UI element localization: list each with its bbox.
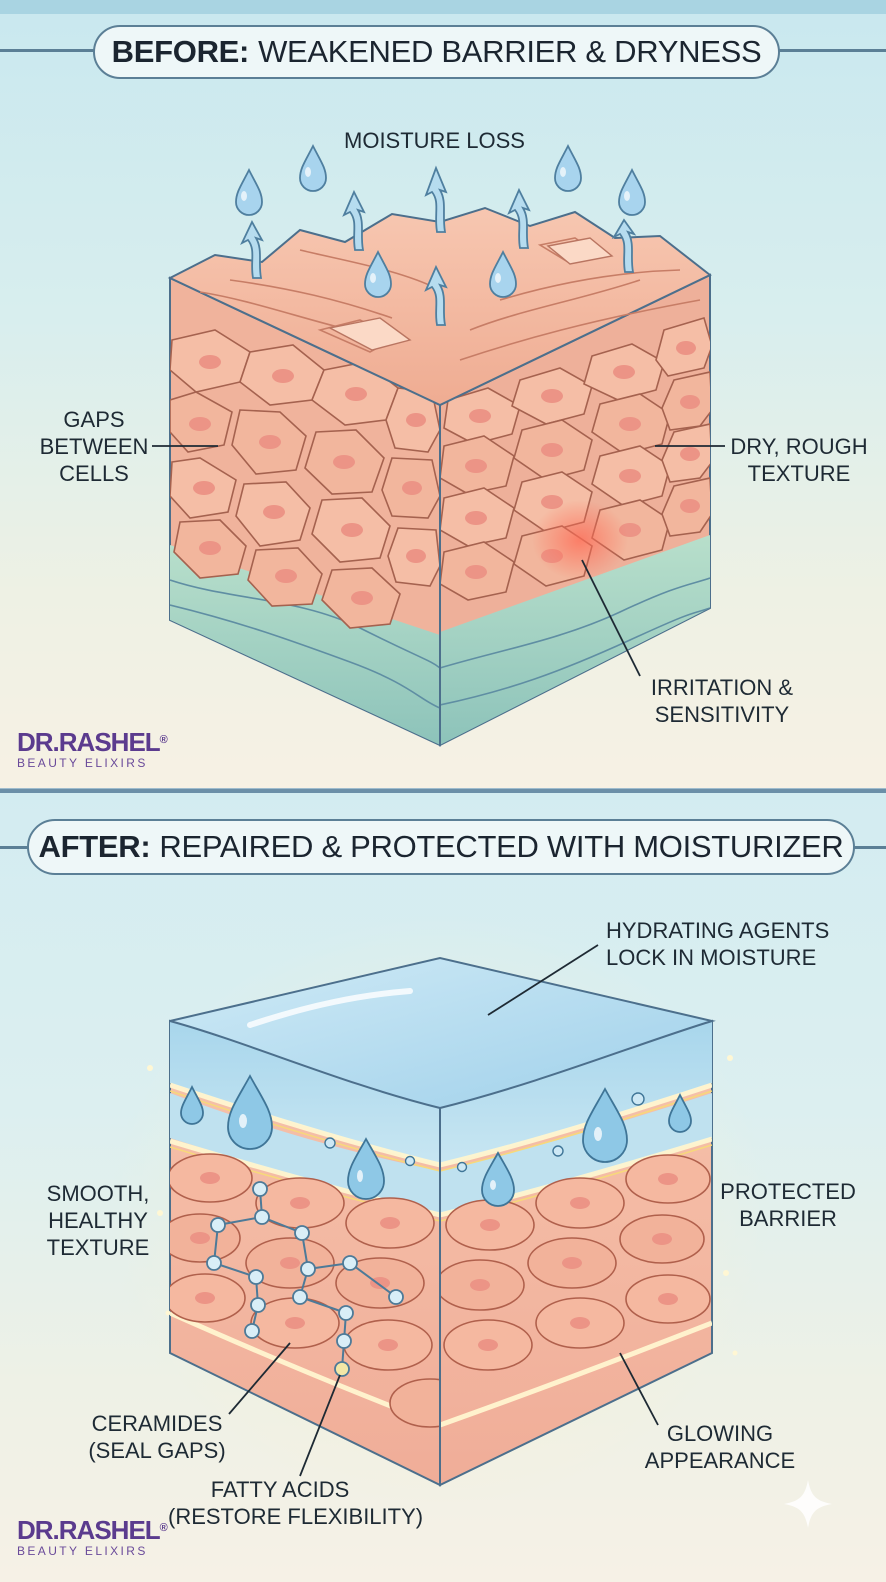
label-dry-line1: DRY, ROUGH — [730, 434, 868, 459]
title-rule-right — [778, 49, 886, 52]
label-ceramides-title: CERAMIDES — [91, 1411, 223, 1436]
before-skin-illustration — [152, 143, 725, 747]
label-glowing-line1: GLOWING — [666, 1421, 774, 1446]
drops-after — [180, 1074, 692, 1207]
water-drop-icon — [235, 167, 263, 216]
water-drop-icon — [668, 1092, 692, 1133]
registered-mark: ® — [159, 734, 168, 746]
water-drop-icon — [582, 1087, 628, 1163]
label-gaps-line2: BETWEEN — [39, 434, 149, 459]
panel-divider — [0, 789, 886, 795]
after-title: AFTER: REPAIRED & PROTECTED WITH MOISTUR… — [27, 819, 855, 875]
label-protected-line2: BARRIER — [739, 1206, 837, 1231]
label-hydrating-agents: HYDRATING AGENTS LOCK IN MOISTURE — [606, 917, 829, 971]
water-drop-icon — [618, 167, 646, 216]
label-moisture-loss: MOISTURE LOSS — [344, 128, 525, 153]
water-drop-icon — [481, 1151, 515, 1207]
leader-fatty-acids — [299, 1374, 341, 1477]
leader-hydrating — [487, 944, 599, 1016]
after-skin-illustration — [110, 913, 770, 1513]
brand-text: DR.RASHEL — [17, 727, 161, 757]
label-smooth-line2: HEALTHY — [48, 1208, 148, 1233]
label-gaps-line3: CELLS — [59, 461, 129, 486]
label-smooth-line1: SMOOTH, — [46, 1181, 150, 1206]
title-rule-left — [0, 846, 30, 849]
label-gaps-between-cells: GAPS BETWEEN CELLS — [36, 406, 152, 487]
drops-before — [235, 143, 646, 298]
after-title-text: REPAIRED & PROTECTED WITH MOISTURIZER — [159, 829, 844, 864]
after-title-bold: AFTER: — [38, 829, 151, 864]
arrow-up-icon — [342, 189, 366, 251]
label-glowing-line2: APPEARANCE — [644, 1448, 796, 1473]
before-panel: BEFORE: WEAKENED BARRIER & DRYNESS — [0, 0, 886, 793]
label-ceramides-note: (SEAL GAPS) — [88, 1438, 226, 1463]
arrow-up-icon — [240, 220, 264, 279]
moisture-arrows — [240, 165, 637, 326]
water-drop-icon — [489, 249, 517, 298]
label-fatty-acids-title: FATTY ACIDS — [210, 1477, 350, 1502]
brand-logo-before: DR.RASHEL® BEAUTY ELIXIRS — [17, 727, 168, 770]
water-drop-icon — [180, 1084, 204, 1125]
label-protected-barrier: PROTECTED BARRIER — [718, 1178, 858, 1232]
brand-name: DR.RASHEL® — [17, 1515, 168, 1545]
irritation-spot — [532, 500, 628, 580]
label-protected-line1: PROTECTED — [720, 1179, 856, 1204]
arrow-up-icon — [424, 264, 448, 326]
label-smooth-line3: TEXTURE — [46, 1235, 150, 1260]
title-rule-left — [0, 49, 96, 52]
leader-ceramides — [228, 1342, 291, 1415]
arrow-up-icon — [424, 165, 448, 233]
label-gaps-line1: GAPS — [63, 407, 125, 432]
brand-tagline: BEAUTY ELIXIRS — [17, 1544, 148, 1558]
arrow-up-icon — [507, 187, 531, 249]
label-irritation-sensitivity: IRRITATION & SENSITIVITY — [642, 674, 802, 728]
lipid-molecule-icon — [206, 1181, 404, 1349]
leader-glowing — [619, 1352, 659, 1426]
label-ceramides: CERAMIDES (SEAL GAPS) — [84, 1410, 230, 1464]
before-title-text: WEAKENED BARRIER & DRYNESS — [258, 34, 762, 69]
water-drop-icon — [299, 143, 327, 192]
leader-irritation — [581, 559, 641, 677]
label-dry-line2: TEXTURE — [747, 461, 851, 486]
brand-tagline: BEAUTY ELIXIRS — [17, 756, 148, 770]
brand-name: DR.RASHEL® — [17, 727, 168, 757]
label-fatty-acids-note: (RESTORE FLEXIBILITY) — [168, 1504, 424, 1529]
brand-logo-after: DR.RASHEL® BEAUTY ELIXIRS — [17, 1515, 168, 1558]
water-drop-icon — [347, 1137, 385, 1200]
before-title-bold: BEFORE: — [111, 34, 250, 69]
top-band — [0, 0, 886, 14]
label-irritation-line1: IRRITATION & — [650, 675, 794, 700]
water-drop-icon — [364, 249, 392, 298]
title-rule-right — [852, 846, 886, 849]
label-fatty-acids: FATTY ACIDS (RESTORE FLEXIBILITY) — [168, 1476, 424, 1530]
label-dry-rough-texture: DRY, ROUGH TEXTURE — [724, 433, 874, 487]
after-panel: AFTER: REPAIRED & PROTECTED WITH MOISTUR… — [0, 793, 886, 1582]
label-glowing-appearance: GLOWING APPEARANCE — [640, 1420, 800, 1474]
label-irritation-line2: SENSITIVITY — [654, 702, 790, 727]
registered-mark: ® — [159, 1522, 168, 1534]
sparkle-icon — [784, 1480, 832, 1528]
before-title: BEFORE: WEAKENED BARRIER & DRYNESS — [93, 25, 780, 79]
label-hydrating-line2: LOCK IN MOISTURE — [606, 945, 817, 970]
water-drop-icon — [227, 1074, 273, 1150]
label-smooth-healthy-texture: SMOOTH, HEALTHY TEXTURE — [38, 1180, 158, 1261]
label-hydrating-line1: HYDRATING AGENTS — [606, 918, 830, 943]
arrow-up-icon — [611, 218, 637, 273]
water-drop-icon — [554, 143, 582, 192]
brand-text: DR.RASHEL — [17, 1515, 161, 1545]
